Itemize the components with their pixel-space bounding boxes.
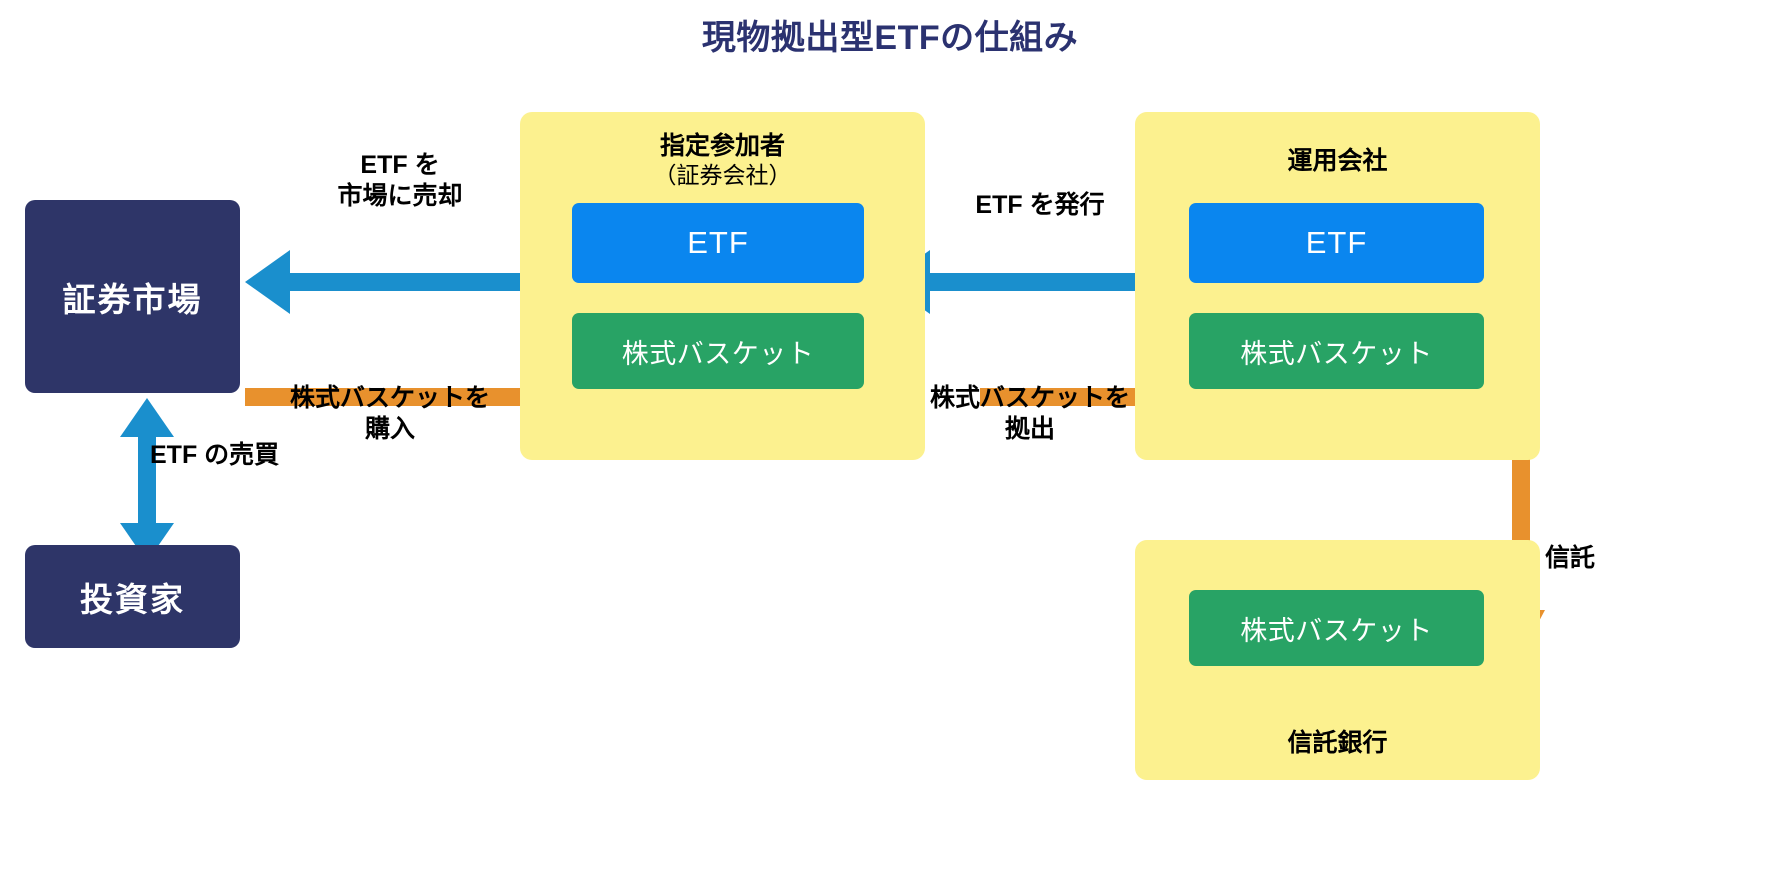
asset-manager-panel: 運用会社 — [1135, 112, 1540, 460]
designated-participant-title: 指定参加者 — [659, 132, 785, 160]
page-title: 現物拠出型ETFの仕組み — [701, 19, 1079, 57]
am-basket-label: 株式バスケット — [1240, 338, 1433, 369]
investor-label: 投資家 — [80, 580, 185, 618]
designated-participant-subtitle: （証券会社） — [653, 161, 792, 188]
investor-box[interactable]: 投資家 — [25, 545, 240, 648]
flow-label-sell-etf-to-market: ETF を 市場に売却 — [337, 151, 463, 211]
flow-label-buy-stock-basket: 株式バスケットを 購入 — [289, 384, 490, 444]
dp-etf-label: ETF — [687, 225, 749, 260]
flow-label-contribute-stock-basket: 株式バスケットを 拠出 — [929, 384, 1130, 444]
tb-basket-box[interactable]: 株式バスケット — [1189, 590, 1484, 666]
am-etf-label: ETF — [1305, 225, 1368, 260]
dp-etf-box[interactable]: ETF — [572, 203, 864, 283]
trust-bank-title: 信託銀行 — [1287, 728, 1388, 757]
asset-manager-title: 運用会社 — [1287, 147, 1388, 175]
flow-label-issue-etf: ETF を発行 — [975, 191, 1105, 219]
am-basket-box[interactable]: 株式バスケット — [1189, 313, 1484, 389]
dp-basket-box[interactable]: 株式バスケット — [572, 313, 864, 389]
am-etf-box[interactable]: ETF — [1189, 203, 1484, 283]
flow-label-etf-trade: ETF の売買 — [150, 441, 280, 469]
dp-basket-label: 株式バスケット — [621, 338, 815, 369]
securities-market-box[interactable]: 証券市場 — [25, 200, 240, 393]
flow-label-trust: 信託 — [1545, 544, 1596, 572]
designated-participant-panel: 指定参加者 （証券会社） — [520, 112, 925, 460]
arrow-etf-trade — [120, 398, 174, 562]
tb-basket-label: 株式バスケット — [1240, 615, 1433, 646]
securities-market-label: 証券市場 — [62, 280, 203, 318]
